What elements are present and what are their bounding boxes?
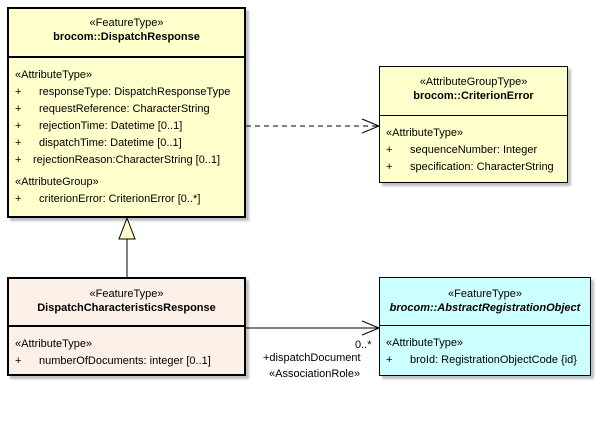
attribute-stereotype: «AttributeType» (386, 127, 464, 139)
group-stereotype: «AttributeGroup» (15, 176, 99, 188)
class-name: DispatchCharacteristicsResponse (37, 302, 216, 314)
visibility-marker: + (15, 137, 22, 149)
attribute-row[interactable]: + rejectionTime: Datetime [0..1] (15, 118, 244, 135)
attribute-row[interactable]: + criterionError: CriterionError [0..*] (15, 191, 244, 208)
visibility-marker: + (15, 154, 22, 166)
attribute-row[interactable]: + requestReference: CharacterString (15, 101, 244, 118)
class-abstract-registration-object[interactable]: «FeatureType» brocom::AbstractRegistrati… (379, 277, 591, 376)
class-name: brocom::AbstractRegistrationObject (389, 302, 581, 314)
class-name: brocom::DispatchResponse (53, 31, 200, 43)
attribute-row[interactable]: + sequenceNumber: Integer (386, 142, 567, 159)
attribute-row[interactable]: + specification: CharacterString (386, 159, 567, 176)
class-dispatch-response[interactable]: «FeatureType» brocom::DispatchResponse «… (7, 7, 246, 218)
attribute-text: specification: CharacterString (410, 161, 554, 173)
class-stereotype: «AttributeGroupType» (419, 76, 528, 88)
visibility-marker: + (386, 161, 393, 173)
visibility-marker: + (15, 120, 22, 132)
class-stereotype: «FeatureType» (89, 288, 164, 300)
visibility-marker: + (386, 354, 393, 366)
generalization-arrowhead (118, 216, 136, 240)
class-stereotype: «FeatureType» (448, 288, 522, 300)
attribute-row[interactable]: + numberOfDocuments: integer [0..1] (15, 353, 244, 370)
attribute-row[interactable]: + responseType: DispatchResponseType (15, 84, 244, 101)
association-role: +dispatchDocument (263, 352, 361, 364)
class-dispatch-characteristics-response[interactable]: «FeatureType» DispatchCharacteristicsRes… (7, 277, 246, 376)
attribute-text: rejectionReason:CharacterString [0..1] (33, 154, 221, 166)
attribute-text: requestReference: CharacterString (39, 103, 210, 115)
class-stereotype: «FeatureType» (89, 17, 164, 29)
visibility-marker: + (386, 144, 393, 156)
attribute-text: criterionError: CriterionError [0..*] (39, 193, 201, 205)
visibility-marker: + (15, 355, 22, 367)
attribute-stereotype: «AttributeType» (15, 338, 93, 350)
class-name: brocom::CriterionError (413, 90, 534, 102)
visibility-marker: + (15, 193, 22, 205)
attribute-row[interactable]: + dispatchTime: Datetime [0..1] (15, 135, 244, 152)
association-stereotype: «AssociationRole» (269, 368, 361, 380)
attribute-text: dispatchTime: Datetime [0..1] (39, 137, 182, 149)
attribute-row[interactable]: + broId: RegistrationObjectCode {id} (386, 352, 590, 369)
attribute-text: rejectionTime: Datetime [0..1] (39, 120, 183, 132)
attribute-stereotype: «AttributeType» (15, 69, 93, 81)
class-criterion-error[interactable]: «AttributeGroupType» brocom::CriterionEr… (379, 66, 568, 183)
attribute-text: sequenceNumber: Integer (410, 144, 538, 156)
attribute-text: responseType: DispatchResponseType (39, 86, 231, 98)
visibility-marker: + (15, 103, 22, 115)
attribute-text: numberOfDocuments: integer [0..1] (39, 355, 211, 367)
attribute-row[interactable]: + rejectionReason:CharacterString [0..1] (15, 152, 244, 169)
attribute-text: broId: RegistrationObjectCode {id} (410, 354, 577, 366)
attribute-stereotype: «AttributeType» (386, 337, 464, 349)
visibility-marker: + (15, 86, 22, 98)
association-multiplicity: 0..* (355, 339, 372, 351)
